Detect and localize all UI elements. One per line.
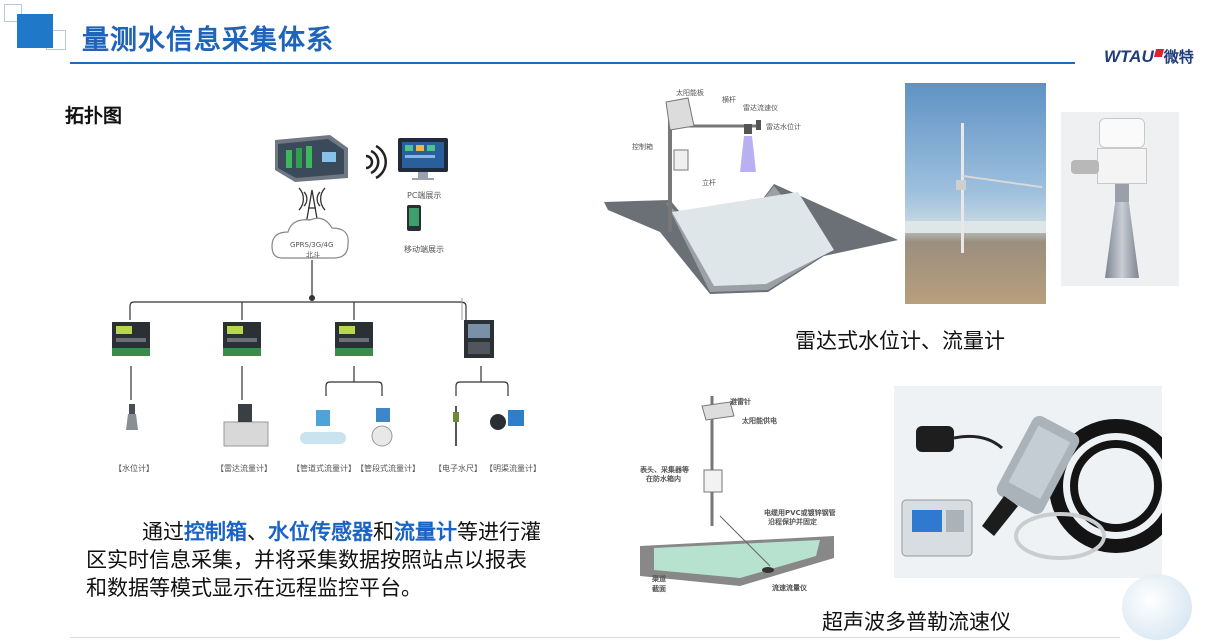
radar-label-box: 控制箱 [632, 143, 653, 151]
device-label: 【水位计】 [114, 464, 154, 473]
doppler-label-lightning: 避雷针 [730, 398, 751, 406]
doppler-caption: 超声波多普勒流速仪 [822, 610, 1011, 634]
doppler-label-meter-1: 表头、采集器等 [640, 466, 689, 474]
device-label: 【管道式流量计】 [292, 464, 356, 473]
footer-divider [70, 637, 1120, 638]
radar-label-level: 雷达水位计 [766, 123, 801, 131]
highlight-water-level-sensor: 水位传感器 [268, 520, 373, 544]
cloud-label-line1: GPRS/3G/4G [290, 241, 334, 249]
radar-caption: 雷达式水位计、流量计 [795, 329, 1005, 353]
pc-label: PC端展示 [407, 191, 442, 200]
server-room-icon [275, 135, 348, 182]
radar-flow-meter-icon [223, 404, 269, 447]
water-level-meter-icon [126, 404, 138, 430]
topology-diagram: PC端展示 移动端展示 GPRS/3G/4G 北斗 【水位计】 【雷达流量计】 … [100, 130, 550, 480]
doppler-label-instrument: 流速流量仪 [772, 584, 807, 592]
field-installation-photo [905, 83, 1046, 304]
highlight-control-box: 控制箱 [184, 520, 247, 544]
section-flow-meter-icon [371, 408, 393, 447]
header-divider [70, 62, 1075, 64]
device-label: 【电子水尺】 [434, 464, 482, 473]
radar-sensor-photo [1061, 112, 1179, 286]
logo-text-en: WTAU [1104, 46, 1154, 66]
doppler-label-channel-1: 渠道 [652, 575, 666, 583]
radar-installation-diagram [604, 97, 898, 294]
cloud-label-line2: 北斗 [306, 251, 320, 259]
doppler-label-cable-1: 电缆用PVC或镀锌钢管 [764, 509, 836, 517]
open-channel-flow-meter-icon [490, 410, 524, 430]
device-label: 【管段式流量计】 [356, 464, 420, 473]
radar-label-solar: 太阳能板 [676, 89, 704, 97]
section-label: 拓扑图 [65, 105, 123, 127]
header-decoration [17, 14, 53, 48]
wireless-signal-icon [365, 144, 387, 180]
electronic-staff-gauge-icon [453, 406, 459, 446]
pipe-flow-meter-icon [300, 410, 346, 444]
header-decoration [4, 4, 22, 22]
device-label: 【明渠流量计】 [485, 464, 541, 473]
page-title: 量测水信息采集体系 [82, 25, 334, 56]
controller-box-1 [112, 322, 150, 356]
doppler-installation-diagram [640, 396, 834, 586]
controller-box-3 [335, 322, 373, 356]
doppler-label-channel-2: 截面 [652, 585, 666, 593]
topology-lines [112, 135, 524, 447]
doppler-product-photo [894, 386, 1162, 578]
controller-box-4 [461, 298, 494, 358]
mobile-phone-icon [407, 205, 421, 231]
logo-text-cn: 微特 [1163, 48, 1194, 66]
pc-monitor-icon [398, 138, 448, 180]
device-label: 【雷达流量计】 [216, 464, 272, 473]
water-drop-decoration [1122, 574, 1192, 640]
description-paragraph: 通过控制箱、水位传感器和流量计等进行灌区实时信息采集，并将采集数据按照站点以报表… [86, 520, 541, 600]
logo-mark-icon [1153, 48, 1164, 57]
company-logo: WTAU 微特 [1104, 46, 1194, 67]
doppler-label-solar: 太阳能供电 [742, 417, 777, 425]
radar-label-pole: 立杆 [702, 179, 716, 187]
doppler-label-cable-2: 沿程保护并固定 [768, 518, 817, 526]
radar-label-crossbar: 横杆 [722, 96, 736, 104]
highlight-flow-meter: 流量计 [394, 520, 457, 544]
controller-box-2 [223, 322, 261, 356]
mobile-label: 移动端展示 [404, 245, 444, 254]
cloud-icon [271, 217, 349, 259]
radar-label-velocity: 雷达流速仪 [743, 104, 778, 112]
doppler-label-meter-2: 在防水箱内 [646, 475, 681, 483]
